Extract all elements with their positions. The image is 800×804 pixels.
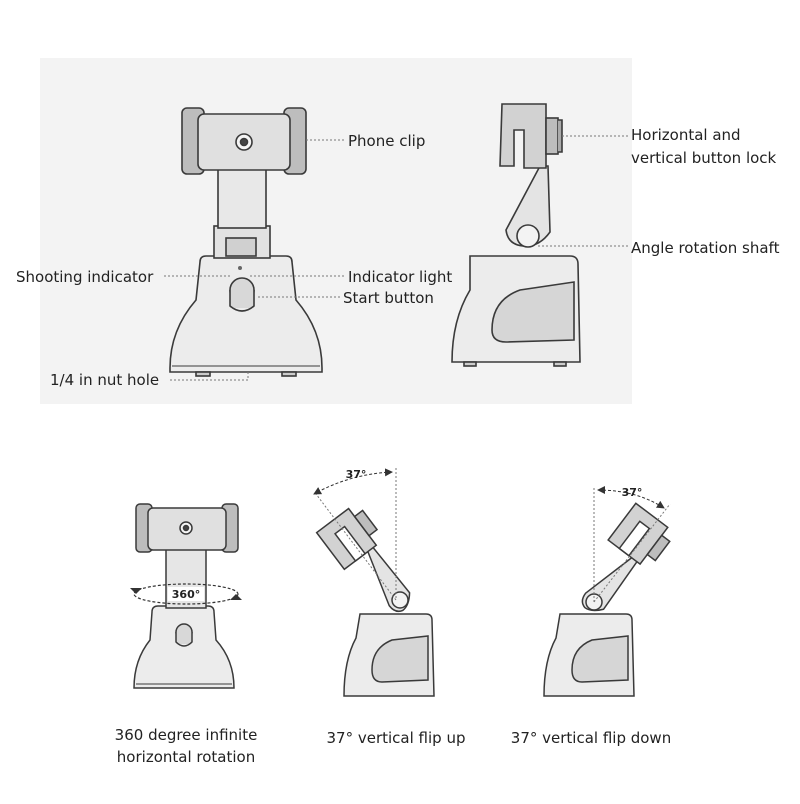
rotation-caption: 360 degree infinite horizontal rotation: [86, 724, 286, 768]
flip-up-arc-icon: [313, 468, 393, 495]
phone-clip-label: Phone clip: [348, 132, 426, 150]
flip-down-arc-icon: [597, 486, 665, 509]
flip-up-device: [315, 507, 435, 697]
leader-lines-top: [164, 135, 628, 381]
front-view-device: [169, 107, 323, 377]
rotation-device: [133, 503, 239, 689]
rotation-caption-line2: horizontal rotation: [116, 748, 256, 766]
angle-shaft-label: Angle rotation shaft: [631, 239, 780, 257]
flip-down-caption: 37° vertical flip down: [510, 729, 672, 747]
shooting-indicator-label: Shooting indicator: [16, 268, 154, 286]
flip-up-caption: 37° vertical flip up: [326, 729, 466, 747]
nut-hole-label: 1/4 in nut hole: [50, 371, 160, 389]
rotation-degree-label: 360°: [172, 588, 200, 601]
indicator-light-label: Indicator light: [348, 268, 453, 286]
flip-up-degree-label: 37°: [346, 468, 367, 481]
flip-down-device: [543, 502, 671, 697]
start-button-label: Start button: [343, 289, 434, 307]
flip-down-degree-label: 37°: [622, 486, 643, 499]
rotation-degree-bg: [168, 587, 204, 601]
side-view-device: [451, 103, 581, 367]
button-lock-label-line1: Horizontal and: [631, 126, 741, 144]
rotation-caption-line1: 360 degree infinite: [114, 726, 258, 744]
rotation-arrow-icon: [133, 583, 239, 605]
rotation-arrowhead-right-icon: [230, 594, 242, 600]
flip-down-angle-line: [593, 503, 671, 603]
rotation-arrowhead-left-icon: [130, 588, 142, 594]
button-lock-label-line2: vertical button lock: [631, 149, 777, 167]
